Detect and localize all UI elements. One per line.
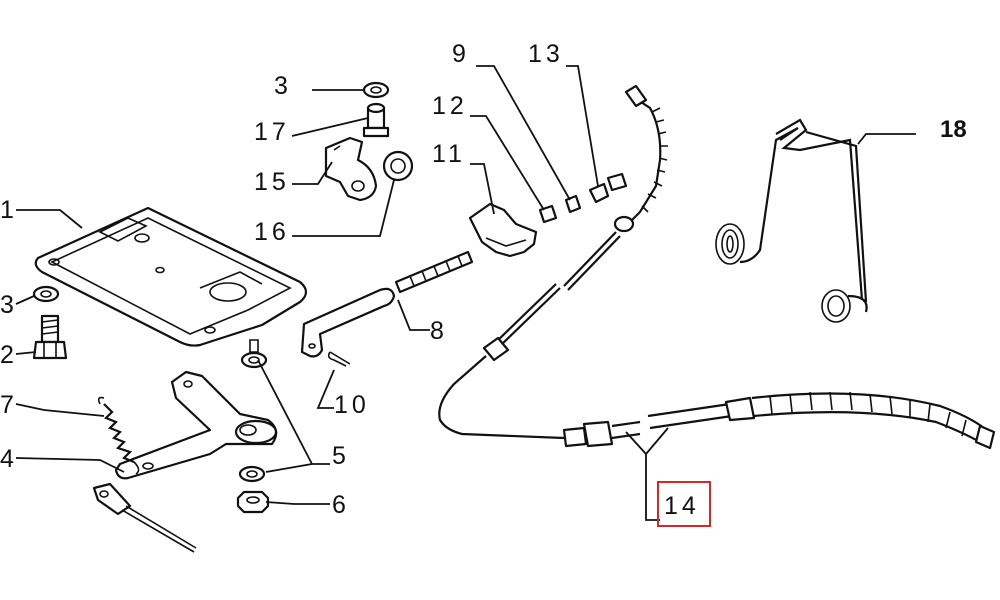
part-6-nut: [236, 490, 270, 514]
callout-10: 10: [334, 391, 370, 419]
callout-16: 16: [254, 218, 290, 246]
callout-2: 2: [0, 341, 18, 369]
part-17-pin: [362, 102, 390, 138]
part-2-bolt: [32, 314, 68, 360]
callout-7: 7: [0, 391, 18, 419]
callout-9: 9: [452, 40, 470, 68]
part-11-segment: [468, 202, 538, 258]
part-3-washer-left: [32, 285, 60, 303]
callout-14: 14: [664, 492, 700, 520]
part-14-cable: [438, 84, 996, 450]
callout-17: 17: [254, 118, 290, 146]
lower-link: [92, 482, 197, 553]
callout-4: 4: [0, 445, 18, 473]
part-15-bracket: [324, 136, 378, 202]
part-7-spring: [97, 396, 140, 475]
callout-3-left: 3: [0, 291, 18, 319]
callout-3-top: 3: [274, 72, 292, 100]
part-8-rod: [300, 250, 474, 358]
callout-12: 12: [432, 92, 468, 120]
part-5-washer-b: [238, 465, 266, 483]
callout-5: 5: [332, 442, 350, 470]
part-10-clip: [327, 351, 351, 367]
callout-18: 18: [940, 116, 967, 143]
callout-8: 8: [430, 317, 448, 345]
part-3-washer-top: [362, 81, 390, 99]
part-1-plate: [34, 206, 308, 347]
callout-13: 13: [528, 40, 564, 68]
part-18-spring-wire: [715, 118, 868, 323]
part-13-bushing: [588, 172, 628, 204]
part-5-washer-a: [240, 339, 268, 369]
leader-lines: [15, 65, 916, 521]
part-16-bushing: [382, 150, 414, 182]
part-4-lever: [114, 370, 278, 480]
callout-15: 15: [254, 168, 290, 196]
callout-1: 1: [0, 196, 18, 224]
highlight-box-14: [657, 481, 711, 527]
callout-6: 6: [332, 491, 350, 519]
callout-11: 11: [432, 140, 466, 168]
